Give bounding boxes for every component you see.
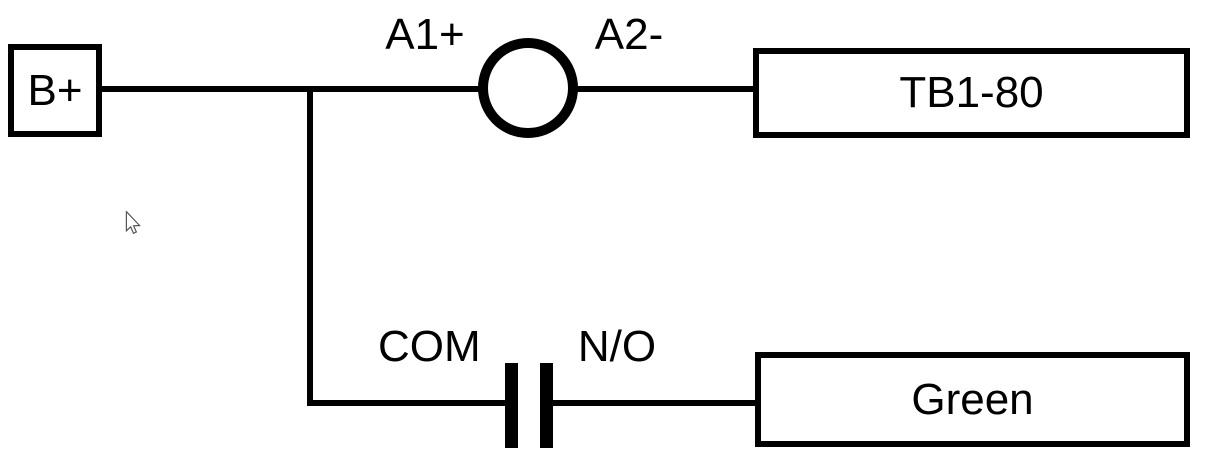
terminal-box-tb1-80: TB1-80 <box>753 48 1190 138</box>
wire-bplus-to-coil <box>100 86 480 92</box>
terminal-label-no: N/O <box>577 322 657 371</box>
terminal-label-a1: A1+ <box>385 10 465 59</box>
contact-bar-no-icon <box>540 363 553 448</box>
wire-coil-to-tb1 <box>576 86 754 92</box>
terminal-label-a2: A2- <box>594 10 664 59</box>
mouse-cursor-icon <box>125 211 141 235</box>
b-plus-label: B+ <box>27 65 83 115</box>
terminal-label-com: COM <box>378 322 481 371</box>
wire-contact-to-green <box>551 400 755 406</box>
terminal-box-b-plus: B+ <box>8 44 102 137</box>
coil-circle-icon <box>478 38 578 138</box>
tb1-80-label: TB1-80 <box>899 68 1044 117</box>
terminal-box-green: Green <box>755 352 1190 447</box>
wire-branch-to-contact <box>307 400 507 406</box>
contact-bar-com-icon <box>505 363 518 448</box>
green-label: Green <box>911 374 1034 424</box>
wire-branch-vertical <box>307 86 313 406</box>
